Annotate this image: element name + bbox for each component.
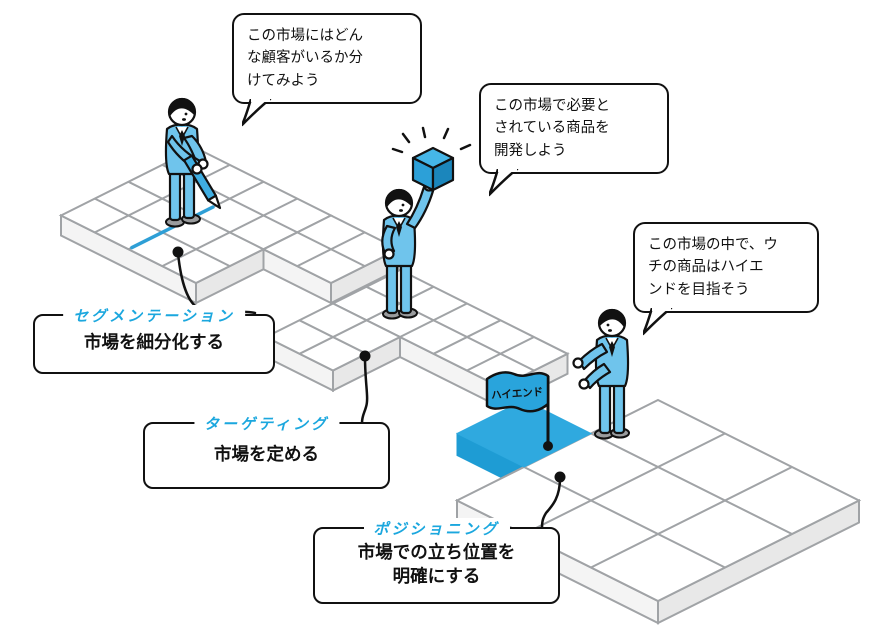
bubble-line: 開発しよう [494, 142, 567, 159]
label-segmentation-title: セグメンテーション [63, 305, 245, 326]
speech-bubble-segmentation: この市場にはどん な顧客がいるか分 けてみよう [232, 13, 422, 127]
flag-icon: ハイエンド [485, 371, 553, 451]
product-cube-icon [391, 126, 472, 192]
bubble-line: この市場にはどん [247, 28, 363, 44]
bubble-line: この市場の中で、ウ [648, 237, 778, 253]
speech-bubble-positioning: この市場の中で、ウ チの商品はハイエ ンドを目指そう [633, 222, 819, 336]
bubble-tail [489, 169, 519, 197]
bubble-line: されている商品を [494, 120, 610, 137]
businessman-holding-product [381, 180, 435, 320]
bubble-line: チの商品はハイエ [648, 259, 764, 276]
segmentation-dividing-line [130, 205, 215, 250]
label-positioning-line2: 明確にする [392, 566, 481, 587]
bubble-tail [643, 308, 673, 336]
speech-bubble-targeting: この市場で必要と されている商品を 開発しよう [479, 83, 669, 197]
label-positioning-line1: 市場での立ち位置を [357, 542, 516, 563]
label-positioning-desc: 市場での立ち位置を 明確にする [358, 542, 516, 589]
label-targeting-title: ターゲティング [193, 413, 340, 434]
businessman-presenting-flag [572, 308, 630, 440]
flag-label: ハイエンド [491, 386, 544, 402]
bubble-line: な顧客がいるか分 [247, 50, 363, 67]
label-positioning-title: ポジショニング [363, 518, 510, 539]
bubble-line: この市場で必要と [494, 98, 610, 114]
bubble-line: けてみよう [247, 72, 320, 89]
label-targeting: ターゲティング 市場を定める [143, 413, 390, 489]
highlighted-tile [455, 399, 593, 468]
bubble-tail [242, 99, 272, 127]
segmentation-platform [58, 146, 401, 305]
label-segmentation: セグメンテーション 市場を細分化する [33, 305, 275, 374]
label-targeting-desc: 市場を定める [214, 444, 319, 465]
sparkle-rays [391, 126, 472, 154]
positioning-grid [523, 432, 793, 569]
label-positioning: ポジショニング 市場での立ち位置を 明確にする [313, 518, 560, 604]
label-segmentation-desc: 市場を細分化する [84, 333, 224, 354]
bubble-line: ンドを目指そう [648, 281, 750, 298]
businessman-drawing-line [164, 97, 222, 228]
